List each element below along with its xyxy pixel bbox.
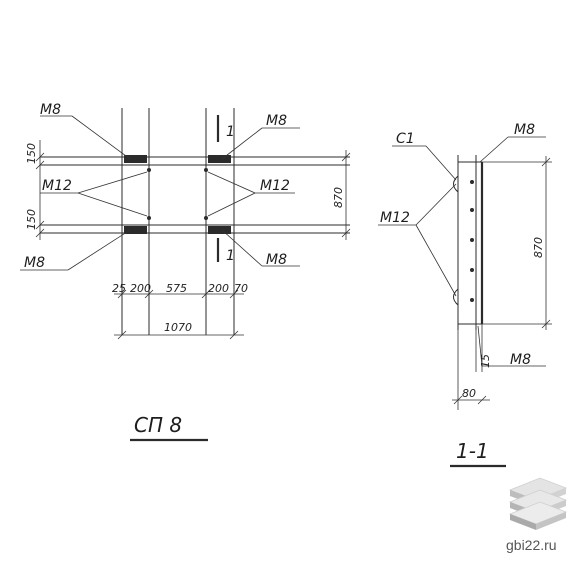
leader-m8-bottom-right (221, 229, 263, 267)
leader-m12-left (77, 192, 148, 217)
leader-m8-section-top (479, 136, 509, 163)
m8-top-left-label: M8 (40, 102, 61, 118)
leader-m12-left (77, 171, 148, 194)
dim-tick (117, 330, 127, 340)
dim-tick (144, 289, 154, 299)
m8-section-bottom-label: M8 (510, 352, 531, 368)
dim-tick (201, 289, 211, 299)
m8-bottom-right-label: M8 (266, 252, 287, 268)
dim-tick (35, 160, 45, 170)
anchor-dot (204, 216, 208, 220)
plate-bottom-left (124, 226, 147, 234)
leader-m8-bottom-left (67, 229, 131, 271)
section-mark-bottom: 1 (226, 248, 235, 264)
section-mark-top: 1 (226, 124, 235, 140)
plan-view: 1 1 M8 M8 M12 M12 M8 M8 150 (20, 102, 351, 442)
dim-tick (341, 152, 351, 162)
leader-m8-section-bottom (477, 325, 483, 367)
bump (453, 175, 459, 193)
m12-left-label: M12 (42, 178, 72, 194)
leader-m8-top-right (221, 127, 263, 160)
dim-tick (229, 330, 239, 340)
dim-tick (229, 289, 239, 299)
dim-tick (477, 395, 487, 405)
leader-m8-top-left (71, 115, 131, 160)
section-title: 1-1 (456, 439, 489, 463)
dim-tick (541, 157, 551, 167)
dim-tick (341, 228, 351, 238)
dim-575: 575 (166, 282, 187, 295)
anchor-dot (147, 216, 151, 220)
anchor-dot (147, 168, 151, 172)
plate-top-right (208, 155, 231, 163)
dim-tick (541, 319, 551, 329)
bump (453, 288, 459, 306)
m8-section-top-label: M8 (514, 122, 535, 138)
dim-870-plan: 870 (332, 187, 345, 208)
section-anchor-dot (470, 268, 474, 272)
plan-title: СП 8 (134, 413, 182, 437)
dim-70: 70 (234, 282, 248, 295)
dim-80: 80 (462, 387, 476, 400)
leader-m12-right (207, 192, 256, 217)
dim-tick (35, 228, 45, 238)
leader-c1 (425, 145, 457, 181)
m8-bottom-left-label: M8 (24, 255, 45, 271)
leader-m12-right (207, 171, 256, 194)
m12-section-label: M12 (380, 210, 410, 226)
plate-top-left (124, 155, 147, 163)
dim-200-left: 200 (130, 282, 151, 295)
m8-top-right-label: M8 (266, 113, 287, 129)
dim-200-right: 200 (208, 282, 229, 295)
c1-label: C1 (396, 131, 415, 147)
dim-150-bottom: 150 (25, 209, 38, 230)
dim-150-top: 150 (25, 143, 38, 164)
watermark-site: gbi22.ru (506, 537, 557, 553)
plate-bottom-right (208, 226, 231, 234)
leader-m12-section (415, 183, 457, 226)
stacked-slabs-logo-icon (508, 477, 568, 530)
section-anchor-dot (470, 180, 474, 184)
dim-870-section: 870 (532, 237, 545, 258)
dim-15: 15 (479, 354, 492, 368)
leader-m12-section (415, 224, 457, 297)
section-anchor-dot (470, 208, 474, 212)
anchor-dot (204, 168, 208, 172)
section-anchor-dot (470, 298, 474, 302)
m12-right-label: M12 (260, 178, 290, 194)
dim-1070: 1070 (164, 321, 192, 334)
dim-tick (117, 289, 127, 299)
section-view: C1 M8 M12 870 15 M8 80 1-1 (378, 122, 552, 468)
dim-tick (35, 152, 45, 162)
dim-tick (35, 220, 45, 230)
dim-tick (453, 395, 463, 405)
section-anchor-dot (470, 238, 474, 242)
dim-25: 25 (112, 282, 126, 295)
